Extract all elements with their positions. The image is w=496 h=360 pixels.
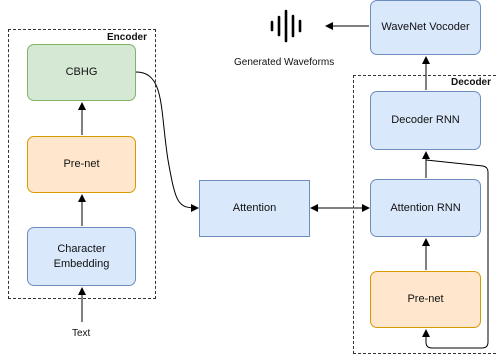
cbhg-node: CBHG xyxy=(27,44,136,101)
attention-rnn-label: Attention RNN xyxy=(390,201,461,214)
wavenet-vocoder-node: WaveNet Vocoder xyxy=(370,0,481,55)
embedding-label-line1: Character xyxy=(57,242,106,255)
cbhg-label: CBHG xyxy=(65,66,98,78)
attention-node: Attention xyxy=(199,180,310,237)
embedding-label-line2: Embedding xyxy=(53,257,110,270)
decoder-group xyxy=(353,75,496,354)
decoder-rnn-label: Decoder RNN xyxy=(391,114,460,126)
sound-wave-icon xyxy=(270,9,302,43)
generated-waveforms-caption: Generated Waveforms xyxy=(234,57,335,68)
encoder-prenet-label: Pre-net xyxy=(63,158,100,170)
input-text-caption: Text xyxy=(72,328,91,339)
decoder-prenet-label: Pre-net xyxy=(407,293,444,305)
decoder-group-label: Decoder xyxy=(451,77,492,88)
encoder-group xyxy=(8,29,156,299)
arrow-cbhg-to-attention xyxy=(135,71,199,212)
attention-label: Attention xyxy=(232,202,277,214)
arrow-feedback-loop xyxy=(422,159,489,349)
vocoder-label: WaveNet Vocoder xyxy=(381,21,470,33)
decoder-rnn-node: Decoder RNN xyxy=(370,91,481,150)
character-embedding-node: Character Embedding xyxy=(27,227,136,286)
encoder-prenet-node: Pre-net xyxy=(27,136,136,193)
encoder-group-label: Encoder xyxy=(107,32,148,43)
decoder-prenet-node: Pre-net xyxy=(370,271,481,328)
attention-rnn-node: Attention RNN xyxy=(370,179,481,237)
